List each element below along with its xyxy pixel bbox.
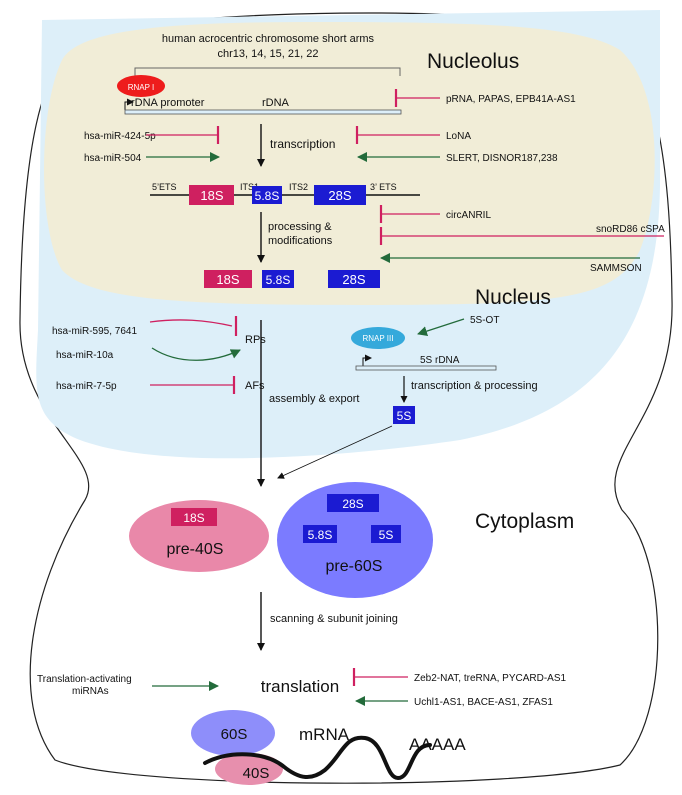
- mature-28s: [328, 270, 380, 288]
- mir424-label: hsa-miR-424-5p: [84, 131, 156, 142]
- ets3-label: 3’ ETS: [370, 182, 397, 192]
- mature-5s: [393, 406, 415, 424]
- slert-label: SLERT, DISNOR187,238: [446, 153, 558, 164]
- tam-label-2: miRNAs: [72, 686, 109, 697]
- pre60s-28s-label: 28S: [342, 497, 363, 511]
- pre60s-58s-label: 5.8S: [308, 528, 333, 542]
- pre60s-5s-label: 5S: [379, 528, 394, 542]
- translation-label: translation: [261, 677, 339, 696]
- mature-58s: [262, 270, 294, 288]
- 5s-transcription-label: transcription & processing: [411, 380, 538, 392]
- lona-label: LoNA: [446, 131, 471, 142]
- mrna-strand: [203, 735, 432, 781]
- mir10a-activate-curve: [151, 347, 241, 361]
- mir7-label: hsa-miR-7-5p: [56, 381, 117, 392]
- rdna-bar: [124, 109, 402, 115]
- ets5-label: 5’ETS: [152, 182, 177, 192]
- precursor-58s-label: 5.8S: [255, 189, 280, 203]
- 5s-ot-label: 5S-OT: [470, 315, 499, 326]
- pre60s-particle: [277, 482, 433, 598]
- pre60s-label: pre-60S: [326, 558, 383, 575]
- uchl1-label: Uchl1-AS1, BACE-AS1, ZFAS1: [414, 697, 553, 708]
- precursor-18s: [189, 185, 234, 205]
- promoter-arrow-icon: [124, 98, 134, 110]
- pre60s-58s: [303, 525, 337, 543]
- rdna-label: rDNA: [262, 97, 290, 109]
- tam-label-1: Translation-activating: [37, 674, 132, 685]
- sammson-label: SAMMSON: [590, 263, 642, 274]
- mrna-label: mRNA: [299, 725, 350, 744]
- prna-label: pRNA, PAPAS, EPB41A-AS1: [446, 94, 576, 105]
- scanning-label: scanning & subunit joining: [270, 613, 398, 625]
- rnap3-enzyme: [351, 327, 405, 349]
- 5s-rdna-bar: [355, 365, 497, 371]
- mir10a-label: hsa-miR-10a: [56, 350, 114, 361]
- rnap1-enzyme: [117, 75, 165, 97]
- mature-58s-label: 5.8S: [266, 273, 291, 287]
- mir595-label: hsa-miR-595, 7641: [52, 326, 137, 337]
- pre40s-18s-label: 18S: [183, 511, 204, 525]
- 5s-promoter-arrow-icon: [362, 354, 372, 366]
- ribosome-40s-label: 40S: [243, 765, 270, 782]
- nucleus-label: Nucleus: [475, 286, 551, 309]
- mature-28s-label: 28S: [342, 272, 365, 287]
- assembly-export-label: assembly & export: [269, 393, 359, 405]
- rnap1-label: RNAP I: [128, 83, 155, 92]
- pre40s-particle: [129, 500, 269, 572]
- mir504-label: hsa-miR-504: [84, 153, 142, 164]
- rdna-promoter-label: rDNA promoter: [131, 97, 205, 109]
- circanril-label: circANRIL: [446, 210, 491, 221]
- ribosome-60s: [191, 710, 275, 756]
- processing-label-2: modifications: [268, 235, 333, 247]
- precursor-28s: [314, 185, 366, 205]
- pre40s-18s: [171, 508, 217, 526]
- mir595-inhibit-curve: [149, 319, 233, 327]
- mature-18s: [204, 270, 252, 288]
- cytoplasm-label: Cytoplasm: [475, 510, 574, 533]
- 5s-export-arrow: [277, 425, 393, 479]
- snord86-label: snoRD86 cSPA: [596, 224, 665, 235]
- 5s-rdna-label: 5S rDNA: [420, 355, 460, 366]
- transcription-label: transcription: [270, 137, 335, 151]
- polya-tail-label: AAAAA: [409, 735, 466, 754]
- rnap3-label: RNAP III: [363, 334, 394, 343]
- pre60s-5s: [371, 525, 401, 543]
- chromosome-title: human acrocentric chromosome short arms: [162, 33, 375, 45]
- pre60s-28s: [327, 494, 379, 512]
- ribosome-40s: [215, 753, 283, 785]
- nucleolus-region: [44, 22, 655, 305]
- mature-18s-label: 18S: [216, 272, 239, 287]
- its2-label: ITS2: [289, 182, 308, 192]
- pre40s-label: pre-40S: [167, 541, 224, 558]
- nucleolus-label: Nucleolus: [427, 50, 519, 73]
- chromosome-list: chr13, 14, 15, 21, 22: [218, 48, 319, 60]
- afs-label: AFs: [245, 380, 265, 392]
- ribosome-60s-label: 60S: [221, 726, 248, 743]
- precursor-58s: [252, 186, 282, 204]
- 5s-ot-activate-arrow: [417, 318, 465, 336]
- mature-5s-label: 5S: [397, 409, 412, 423]
- precursor-28s-label: 28S: [328, 188, 351, 203]
- processing-label-1: processing &: [268, 221, 332, 233]
- chromosome-bracket: [134, 67, 401, 76]
- zeb2-label: Zeb2-NAT, treRNA, PYCARD-AS1: [414, 673, 567, 684]
- its1-label: ITS1: [240, 182, 259, 192]
- precursor-18s-label: 18S: [200, 188, 223, 203]
- rps-label: RPs: [245, 334, 266, 346]
